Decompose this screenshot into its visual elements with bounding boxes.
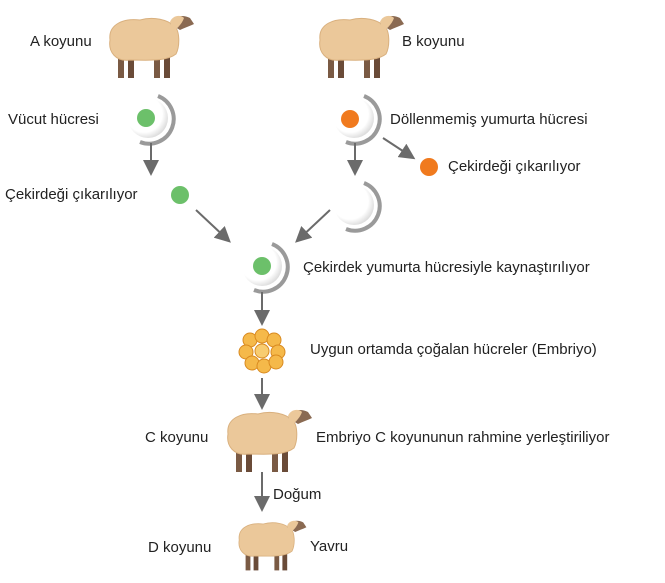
nucleus-removed-left-label: Çekirdeği çıkarılıyor <box>5 186 138 203</box>
body-cell-label: Vücut hücresi <box>8 111 99 128</box>
sheep-c-image <box>227 409 313 473</box>
sheep-d-image <box>238 520 307 571</box>
offspring-label: Yavru <box>310 538 349 555</box>
implant-label: Embriyo C koyununun rahmine yerleştirili… <box>316 429 610 446</box>
removed-orange-nucleus <box>420 158 438 176</box>
enucleated-egg-cell <box>334 181 382 233</box>
body-cell <box>128 94 176 146</box>
sheep-b-label: B koyunu <box>402 33 465 50</box>
arrow <box>382 137 416 160</box>
sheep-a-label: A koyunu <box>30 33 92 50</box>
egg-cell-label: Döllenmemiş yumurta hücresi <box>390 111 588 128</box>
embryo-label: Uygun ortamda çoğalan hücreler (Embriyo) <box>310 341 597 358</box>
green-nucleus <box>137 109 155 127</box>
orange-nucleus <box>341 110 359 128</box>
sheep-a-image <box>109 15 195 79</box>
sheep-c-label: C koyunu <box>145 429 209 446</box>
arrows <box>143 137 416 512</box>
arrow <box>195 209 231 243</box>
embryo-image <box>238 328 286 374</box>
removed-green-nucleus <box>171 186 189 204</box>
sheep-b-image <box>319 15 405 79</box>
egg-cell <box>334 94 382 146</box>
sheep-d-label: D koyunu <box>148 539 212 556</box>
fusion-label: Çekirdek yumurta hücresiyle kaynaştırılı… <box>303 259 590 276</box>
nucleus-removed-right-label: Çekirdeği çıkarılıyor <box>448 158 581 175</box>
arrow <box>295 209 331 243</box>
birth-label: Doğum <box>273 486 322 503</box>
fused-cell <box>242 242 290 294</box>
